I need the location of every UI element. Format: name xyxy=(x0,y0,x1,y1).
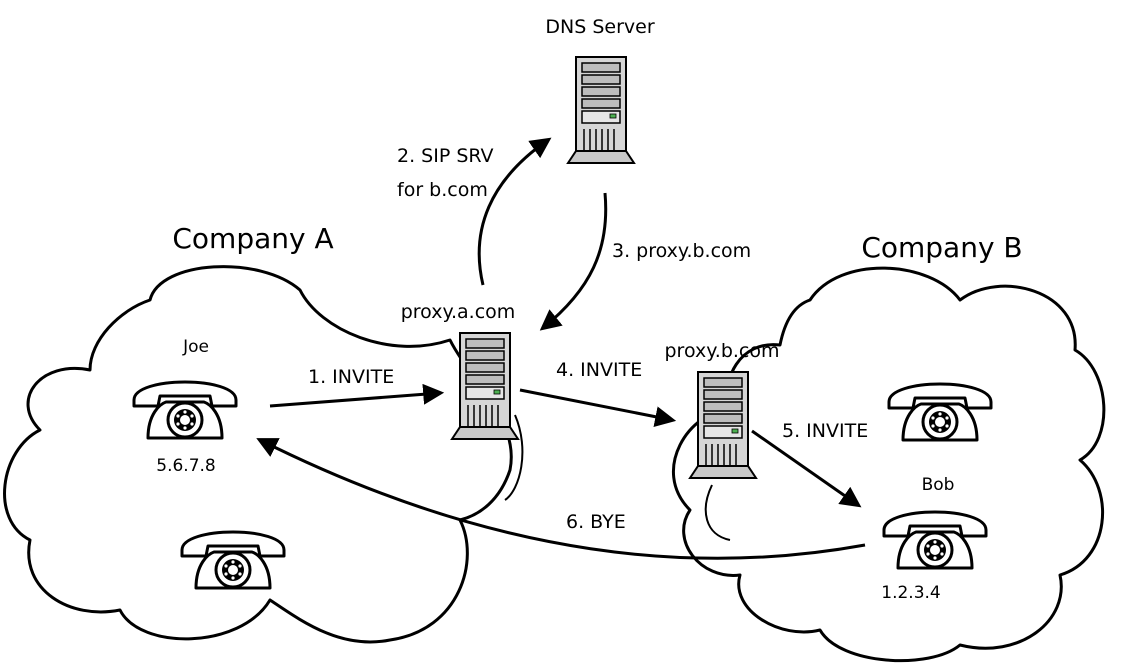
proxy-b-label: proxy.b.com xyxy=(665,340,780,362)
step-4-label: 4. INVITE xyxy=(556,359,642,381)
company-a-label: Company A xyxy=(172,222,333,255)
proxy-b-server-icon xyxy=(689,371,757,479)
cloud-link-a xyxy=(504,414,524,501)
proxy-a-label: proxy.a.com xyxy=(401,301,516,323)
step-5-label: 5. INVITE xyxy=(782,420,868,442)
arrow-3-reply xyxy=(539,192,608,331)
dns-server-label: DNS Server xyxy=(545,16,654,38)
step-1-label: 1. INVITE xyxy=(308,366,394,388)
company-b-label: Company B xyxy=(861,231,1022,264)
arrow-5-invite xyxy=(751,429,862,508)
joe-ip-label: 5.6.7.8 xyxy=(156,456,215,476)
joe-name-label: Joe xyxy=(182,337,209,357)
arrow-2-srv xyxy=(477,137,552,286)
step-2-line1-label: 2. SIP SRV xyxy=(397,145,494,167)
dns-server-icon xyxy=(567,56,635,164)
bob-name-label: Bob xyxy=(922,475,955,495)
step-2-line2-label: for b.com xyxy=(397,179,488,201)
bob-ip-label: 1.2.3.4 xyxy=(881,583,940,603)
arrow-1-invite xyxy=(269,383,445,408)
arrow-4-invite xyxy=(519,388,677,428)
step-3-label: 3. proxy.b.com xyxy=(612,240,751,262)
cloud-link-b xyxy=(704,484,731,541)
proxy-a-server-icon xyxy=(451,332,519,440)
step-6-label: 6. BYE xyxy=(566,511,626,533)
arrow-6-bye xyxy=(256,438,866,560)
